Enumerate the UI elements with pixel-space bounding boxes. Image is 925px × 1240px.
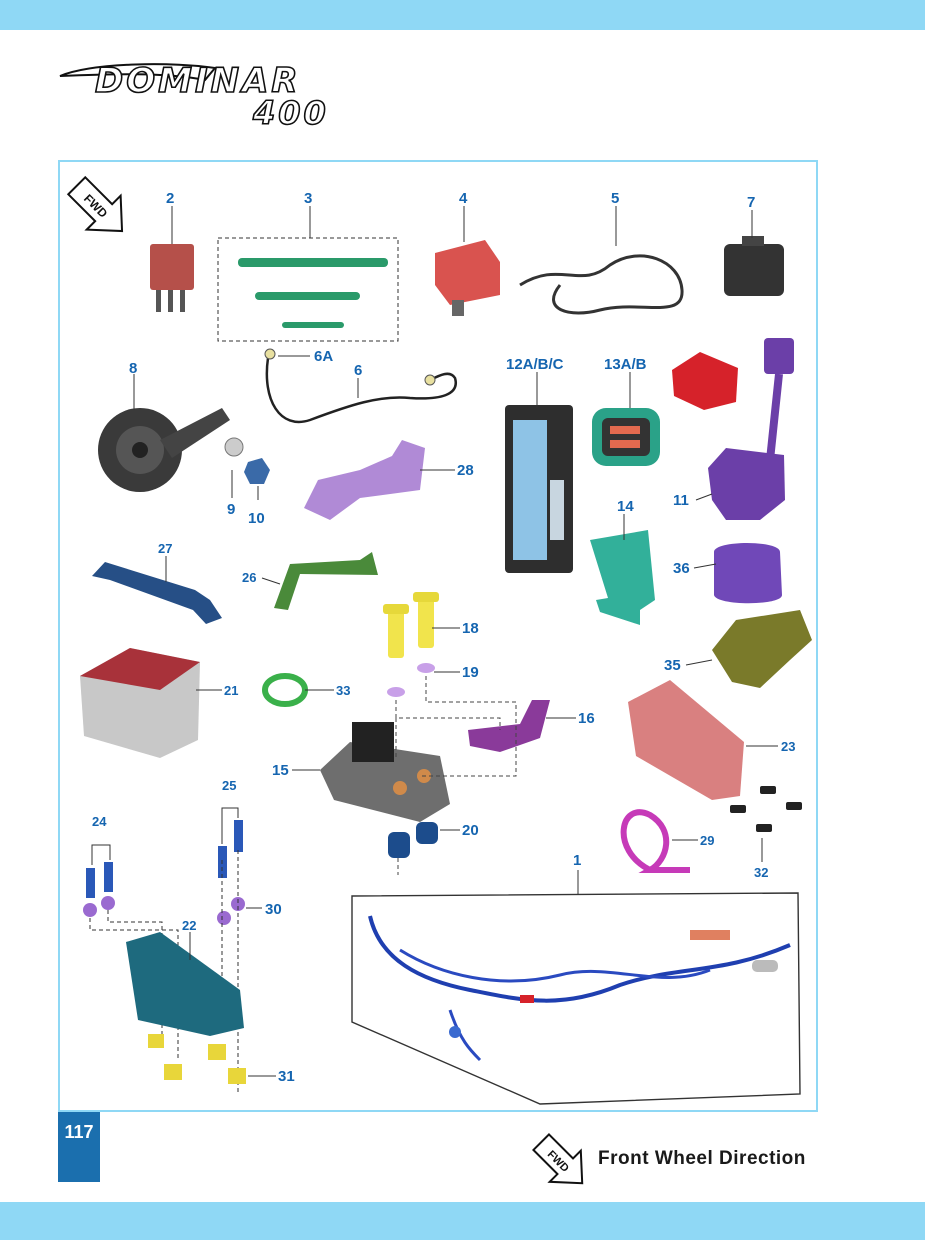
callout-7: 7 (747, 194, 755, 211)
assembly-guide-line (89, 850, 239, 1095)
part-main-harness-1 (351, 892, 801, 1105)
assembly-guide-line (395, 676, 517, 777)
callout-20: 20 (462, 822, 479, 839)
callout-24: 24 (92, 814, 107, 829)
callout-22: 22 (182, 918, 196, 933)
callout-21: 21 (224, 683, 238, 698)
part-red-connector (672, 352, 738, 410)
part-clips-32 (730, 786, 802, 832)
callout-10: 10 (248, 510, 265, 527)
svg-text:400: 400 (252, 94, 329, 130)
callout-30: 30 (265, 901, 282, 918)
part-bracket-16 (468, 700, 550, 752)
part-strap-29 (620, 809, 690, 873)
svg-text:DOMINAR: DOMINAR (95, 61, 301, 101)
part-bracket-28 (304, 440, 425, 520)
part-fuse-box-12 (505, 405, 573, 573)
part-fuse-13 (592, 408, 660, 466)
part-washer-19b (387, 687, 405, 697)
part-bracket-27 (92, 562, 222, 624)
callout-28: 28 (457, 462, 474, 479)
callout-31: 31 (278, 1068, 295, 1085)
callout-18: 18 (462, 620, 479, 637)
callout-35: 35 (664, 657, 681, 674)
part-battery-21 (80, 648, 200, 758)
callout-16: 16 (578, 710, 595, 727)
callout-3: 3 (304, 190, 312, 207)
callout-5: 5 (611, 190, 619, 207)
callout-36: 36 (673, 560, 690, 577)
part-relay-7 (724, 236, 784, 296)
callout-33: 33 (336, 683, 350, 698)
parts-diagram-frame (58, 160, 818, 1112)
page-number: 117 (58, 1112, 100, 1182)
part-grommets-20 (388, 822, 438, 858)
part-flasher-4 (435, 240, 500, 316)
callout-9: 9 (227, 501, 235, 518)
part-washer-9 (224, 437, 244, 457)
part-tray-23 (628, 680, 744, 800)
part-bracket-14 (590, 530, 655, 625)
part-bracket-35 (712, 610, 812, 688)
part-starter-relay-11 (708, 338, 794, 520)
part-horn-8 (98, 408, 230, 492)
leader-lines (133, 206, 778, 1077)
fwd-arrow-icon: FWD (66, 175, 124, 233)
bracket-line-25 (221, 807, 239, 844)
part-bolts-18 (383, 592, 439, 658)
callout-27: 27 (158, 541, 172, 556)
part-harness-5 (519, 254, 684, 315)
part-relay-2 (150, 244, 194, 312)
callout-13ab: 13A/B (604, 356, 647, 373)
part-cover-36 (714, 543, 782, 604)
callout-2: 2 (166, 190, 174, 207)
callout-23: 23 (781, 739, 795, 754)
callout-29: 29 (700, 833, 714, 848)
bracket-line-24 (91, 844, 111, 865)
dominar-400-logo: DOMINAR 400 (59, 60, 329, 130)
callout-4: 4 (459, 190, 468, 207)
callout-14: 14 (617, 498, 634, 515)
part-regulator-15 (320, 722, 450, 822)
part-cable-ties-3 (217, 237, 399, 342)
callout-32: 32 (754, 865, 768, 880)
bottom-band (0, 1202, 925, 1240)
callout-1: 1 (573, 852, 581, 869)
part-bracket-22 (126, 932, 244, 1036)
fwd-legend-arrow-icon: FWD (532, 1133, 584, 1185)
callout-6: 6 (354, 362, 362, 379)
callout-8: 8 (129, 360, 137, 377)
part-strap-33 (262, 673, 308, 707)
callout-26: 26 (242, 570, 256, 585)
fwd-legend-caption: Front Wheel Direction (598, 1148, 806, 1169)
part-wire-6 (265, 357, 457, 424)
callout-11: 11 (673, 492, 689, 509)
part-nut-10 (244, 458, 270, 484)
callout-15: 15 (272, 762, 289, 779)
part-bolts-25 (217, 820, 245, 925)
callout-12abc: 12A/B/C (506, 356, 564, 373)
top-band (0, 0, 925, 30)
part-clips-31 (148, 1034, 246, 1084)
callout-19: 19 (462, 664, 479, 681)
callout-6a: 6A (314, 348, 333, 365)
part-bolts-24 (83, 862, 115, 917)
callout-25: 25 (222, 778, 236, 793)
part-bracket-26 (274, 552, 378, 610)
part-washer-19 (417, 663, 435, 673)
